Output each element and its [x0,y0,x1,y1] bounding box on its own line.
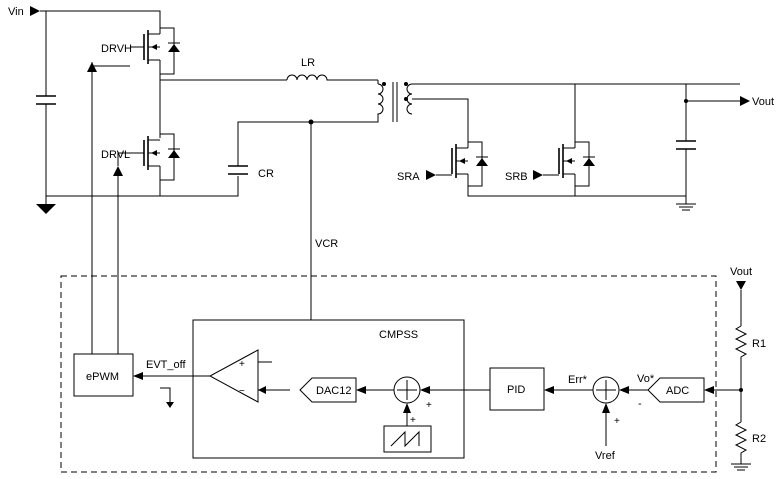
ground-symbol-left [36,204,56,214]
cmpss-label: CMPSS [379,329,418,341]
comparator [208,349,259,403]
r1-resistor [734,325,748,390]
sra-mosfet [426,140,488,187]
r1-label: R1 [752,338,766,350]
lr-inductor [286,74,378,81]
cr-capacitor [228,165,248,175]
vcr-label: VCR [315,238,338,250]
err-label: Err* [568,374,588,386]
pid-in-arrow [544,386,554,394]
adc-label: ADC [666,385,689,397]
dac12-in-arrow [356,386,366,394]
lr-label: LR [301,57,315,69]
vref-label: Vref [595,450,616,462]
vo-label: Vo* [637,373,655,385]
dac12-label: DAC12 [316,385,351,397]
transformer-primary [237,83,384,166]
srb-label: SRB [505,171,528,183]
sum1-right-arrow [420,386,430,394]
adc-in-arrow [704,386,714,394]
vout-right-label: Vout [730,266,752,278]
r2-label: R2 [752,433,766,445]
sawtooth-icon [390,430,420,448]
sum1-bottom-arrow [403,403,411,413]
evt-off-arrow [133,372,143,380]
high-side-mosfet [130,22,180,80]
epwm-label: ePWM [86,371,119,383]
sum2-bottom-arrow [602,403,610,413]
drvh-arrow [87,62,97,72]
sra-drain-wire [415,98,469,140]
input-capacitor [36,95,56,105]
drvl-arrow [113,166,123,176]
pid-box [489,367,545,411]
ground-symbol-right [676,196,696,211]
drvh-label: DRVH [101,43,132,55]
bottom-rail [45,176,239,204]
sum2-minus: - [638,398,642,410]
comparator-minus-arrow [258,386,266,394]
cr-label: CR [258,168,274,180]
vout-arrow [740,96,750,106]
pid-label: PID [507,384,525,396]
vout-top-label: Vout [752,96,774,108]
srb-mosfet [533,140,595,187]
low-side-mosfet [130,133,180,181]
sum2-plus: + [614,416,620,427]
drvl-label: DRVL [101,149,130,161]
vin-rail [40,10,161,22]
vout-right-arrow [736,281,746,290]
vin-label: Vin [8,6,24,18]
sawtooth-generator [383,425,432,453]
sra-label: SRA [397,171,420,183]
r2-resistor [734,421,748,464]
ground-symbol-divider [731,463,751,471]
control-section: CMPSS + − ePWM EVT_off DAC12 [60,62,766,473]
vin-arrow [30,6,40,16]
sum1-plus-bottom: + [410,415,416,426]
comparator-minus: − [239,386,245,397]
epwm-box [73,353,134,397]
sum1-plus-right: + [426,400,432,411]
evt-off-label: EVT_off [146,359,186,371]
secondary-return [467,186,686,197]
sum2-right-arrow [619,386,629,394]
controller-boundary [60,275,717,473]
falling-edge-symbol [160,387,171,402]
output-capacitor [676,140,696,150]
comparator-plus: + [239,359,245,370]
power-stage: Vin DRVH [8,6,774,366]
